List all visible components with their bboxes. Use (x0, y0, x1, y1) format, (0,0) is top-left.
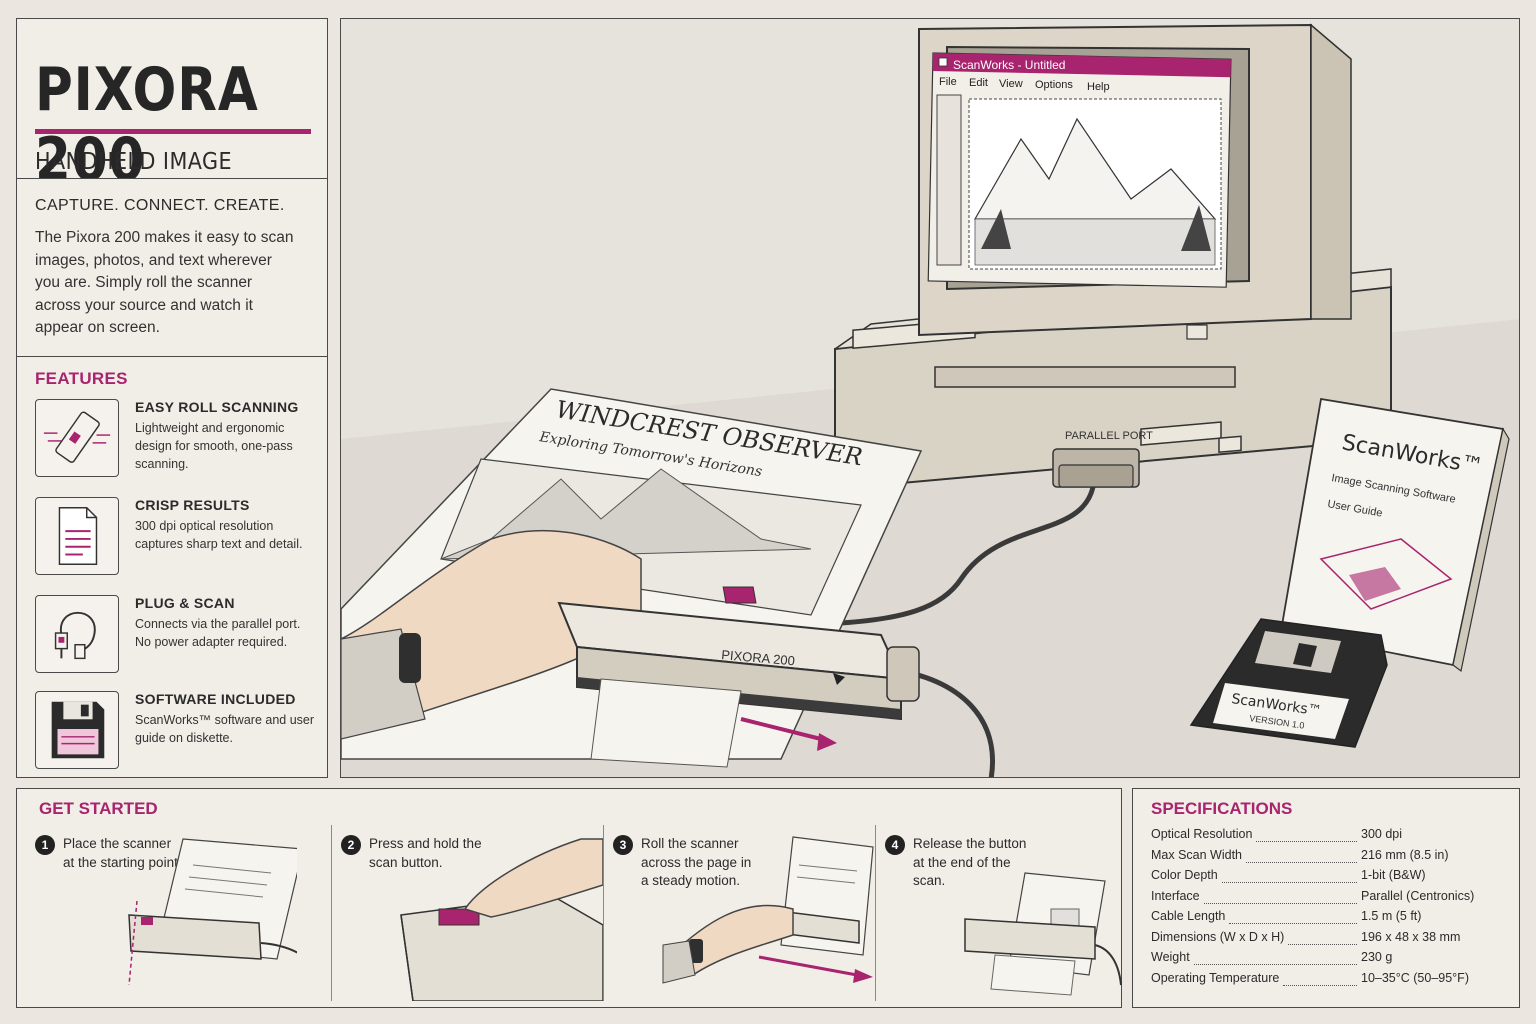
spec-row: Max Scan Width 216 mm (8.5 in) (1151, 848, 1507, 868)
step-number: 3 (613, 835, 633, 855)
specifications-panel: SPECIFICATIONS Optical Resolution 300 dpi… (1132, 788, 1520, 1008)
step-divider (331, 825, 332, 1001)
get-started-panel: GET STARTED 1 Place the scanner at the s… (16, 788, 1122, 1008)
intro-panel: CAPTURE. CONNECT. CREATE. The Pixora 200… (16, 178, 328, 356)
step-number: 2 (341, 835, 361, 855)
spec-value: 196 x 48 x 38 mm (1361, 929, 1461, 944)
menu-edit[interactable]: Edit (969, 77, 988, 89)
get-started-heading: GET STARTED (39, 799, 158, 818)
features-heading: FEATURES (35, 369, 128, 388)
port-label: PARALLEL PORT (1065, 430, 1153, 442)
spec-value: 230 g (1361, 950, 1393, 964)
spec-key: Max Scan Width (1151, 847, 1243, 862)
spec-value: 10–35°C (50–95°F) (1361, 970, 1469, 985)
spec-key: Weight (1151, 950, 1190, 964)
step-divider (875, 825, 876, 1001)
step-4: 4 Release the button at the end of the s… (875, 825, 1147, 1001)
spec-value: 216 mm (8.5 in) (1361, 847, 1449, 862)
feature-name: PLUG & SCAN (135, 595, 235, 611)
floppy-disk: ScanWorks™ VERSION 1.0 (1189, 618, 1388, 748)
step-3-illustration (662, 836, 874, 984)
menu-view[interactable]: View (999, 78, 1023, 90)
step-text: Release the button at the end of the sca… (913, 836, 1027, 888)
feature-name: CRISP RESULTS (135, 497, 250, 513)
step-divider (603, 825, 604, 1001)
feature-name: SOFTWARE INCLUDED (135, 691, 296, 707)
feature-item: CRISP RESULTS 300 dpi optical resolution… (35, 497, 315, 579)
step-4-illustration (964, 872, 1122, 996)
menu-options[interactable]: Options (1035, 79, 1073, 91)
spec-row: Color Depth 1-bit (B&W) (1151, 868, 1507, 888)
menu-help[interactable]: Help (1087, 81, 1110, 93)
feature-item: EASY ROLL SCANNING Lightweight and ergon… (35, 399, 315, 481)
spec-value: Parallel (Centronics) (1361, 888, 1475, 903)
tagline: CAPTURE. CONNECT. CREATE. (35, 197, 285, 214)
step-2: 2 Press and hold the scan button. (331, 825, 603, 1001)
title-accent-rule (35, 129, 311, 134)
spec-key: Operating Temperature (1151, 970, 1280, 985)
device-label: PIXORA 200 (721, 647, 796, 668)
hero-illustration: PARALLEL PORT ScanWorks - Untitled File … (340, 18, 1520, 778)
scanner-icon (35, 399, 119, 477)
feature-desc: 300 dpi optical resolution captures shar… (135, 519, 303, 551)
menu-file[interactable]: File (939, 76, 957, 88)
spec-value: 1-bit (B&W) (1361, 868, 1426, 882)
step-text: Place the scanner at the starting point. (63, 836, 182, 870)
spec-row: Operating Temperature 10–35°C (50–95°F) (1151, 971, 1507, 991)
window-title: ScanWorks - Untitled (953, 58, 1065, 72)
feature-item: PLUG & SCAN Connects via the parallel po… (35, 595, 315, 677)
spec-row: Cable Length 1.5 m (5 ft) (1151, 909, 1507, 929)
software-box: ScanWorks™ Image Scanning Software User … (1279, 397, 1510, 673)
feature-desc: Lightweight and ergonomic design for smo… (135, 421, 293, 471)
spec-key: Interface (1151, 888, 1200, 903)
step-number: 4 (885, 835, 905, 855)
hero-scene: PARALLEL PORT ScanWorks - Untitled File … (341, 23, 1519, 777)
spec-row: Interface Parallel (Centronics) (1151, 889, 1507, 909)
feature-desc: Connects via the parallel port. No power… (135, 617, 301, 649)
tool-palette[interactable] (936, 94, 962, 266)
feature-desc: ScanWorks™ software and user guide on di… (135, 713, 315, 745)
spec-value: 1.5 m (5 ft) (1361, 909, 1422, 923)
step-number: 1 (35, 835, 55, 855)
spec-key: Optical Resolution (1151, 827, 1253, 841)
spec-row: Weight 230 g (1151, 950, 1507, 970)
step-1-illustration (128, 838, 297, 986)
step-text: Press and hold the scan button. (369, 836, 482, 870)
scanworks-window: ScanWorks - Untitled File Edit View Opti… (927, 52, 1232, 288)
spec-key: Color Depth (1151, 868, 1218, 882)
intro-body: The Pixora 200 makes it easy to scan ima… (35, 229, 294, 336)
specs-heading: SPECIFICATIONS (1151, 799, 1293, 818)
step-text: Roll the scanner across the page in a st… (641, 836, 752, 888)
crt-monitor: ScanWorks - Untitled File Edit View Opti… (918, 23, 1352, 388)
step-3: 3 Roll the scanner across the page in a … (603, 825, 875, 1001)
step-1: 1 Place the scanner at the starting poin… (25, 825, 297, 1001)
floppy-disk-icon (35, 691, 119, 769)
product-title: PIXORA 200 (35, 55, 259, 195)
title-panel: PIXORA 200 HANDHELD IMAGE SCANNER (16, 18, 328, 201)
features-panel: FEATURES EASY ROLL SCANNING Lightweight … (16, 356, 328, 778)
cable-icon (35, 595, 119, 673)
feature-name: EASY ROLL SCANNING (135, 399, 299, 415)
feature-item: SOFTWARE INCLUDED ScanWorks™ software an… (35, 691, 315, 773)
step-2-illustration (400, 838, 603, 1001)
spec-key: Cable Length (1151, 909, 1226, 923)
document-icon (35, 497, 119, 575)
spec-row: Dimensions (W x D x H) 196 x 48 x 38 mm (1151, 930, 1507, 950)
spec-value: 300 dpi (1361, 827, 1403, 841)
spec-row: Optical Resolution 300 dpi (1151, 827, 1507, 847)
spec-key: Dimensions (W x D x H) (1151, 929, 1285, 944)
